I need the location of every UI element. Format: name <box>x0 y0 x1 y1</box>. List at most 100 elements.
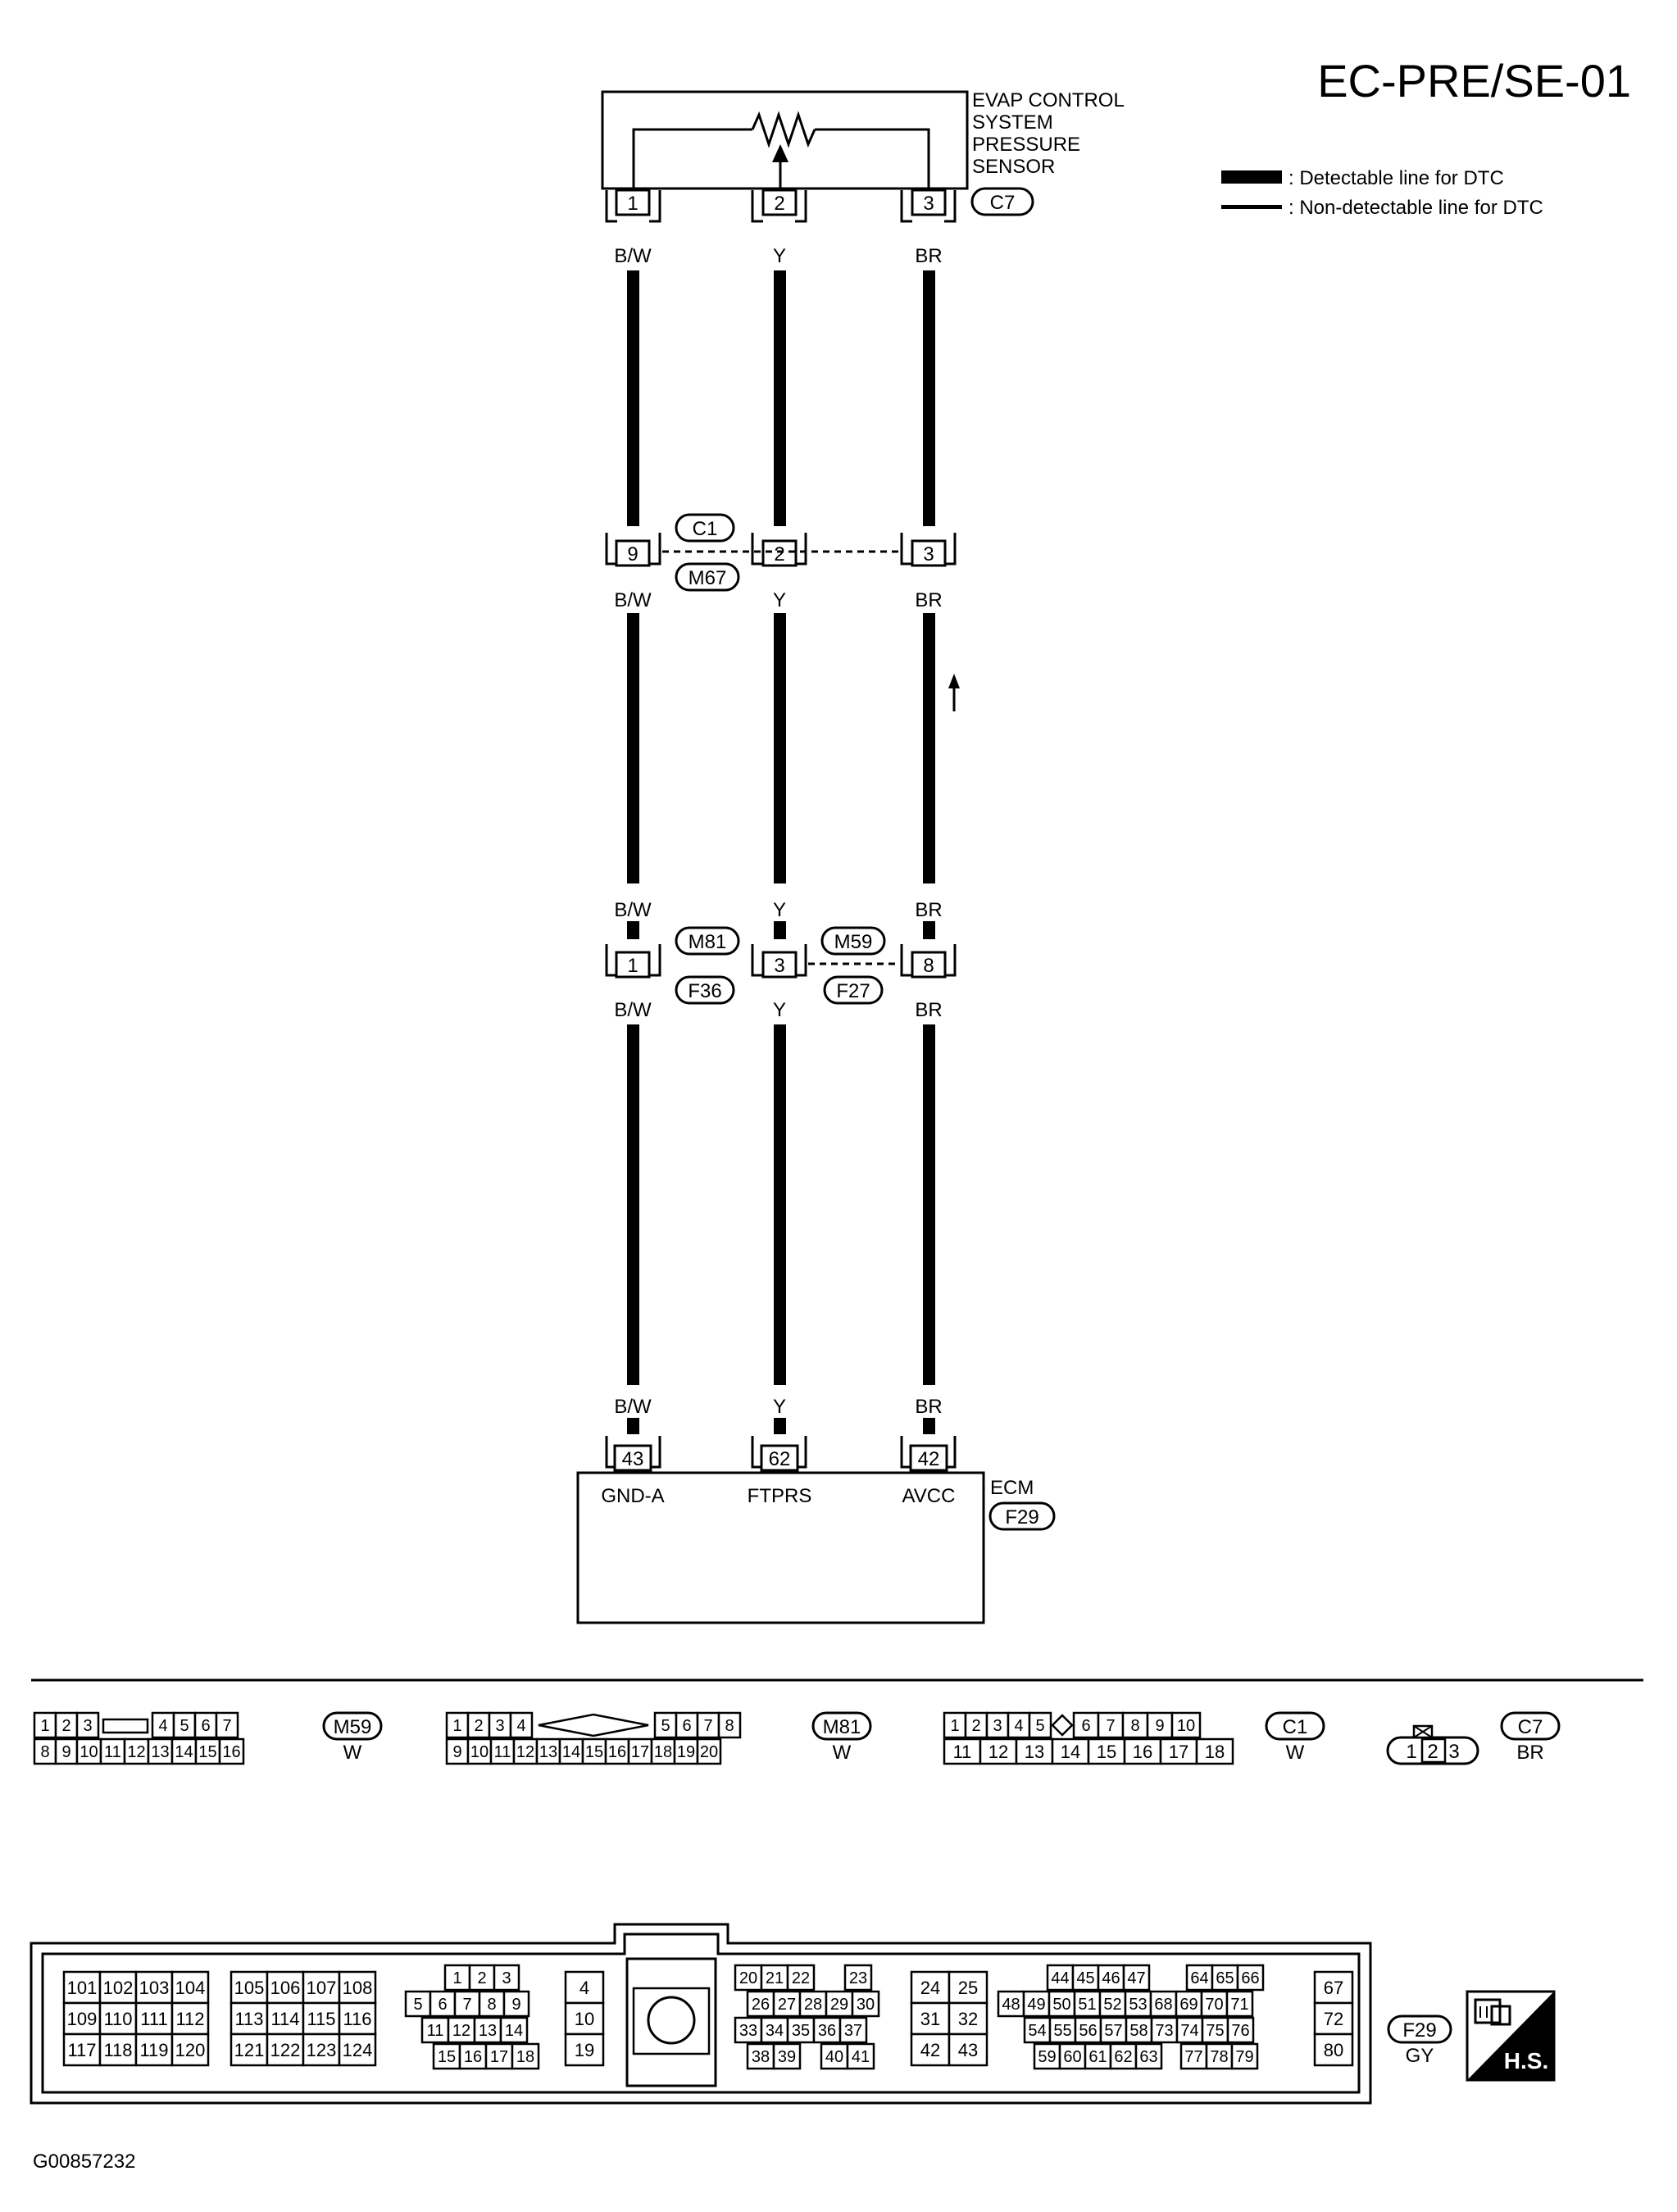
pin-cell: 7 <box>215 1711 239 1739</box>
pin-cell: 7 <box>453 1990 481 2018</box>
ecm-unit: 43 62 42 GND-A FTPRS AVCC ECM F29 <box>576 1436 1056 1624</box>
pin-number: 18 <box>516 2048 534 2066</box>
pin-number: 79 <box>1235 2048 1253 2066</box>
sensor-connector-pins: 1 2 3 C7 <box>605 187 1034 223</box>
pin-number: 77 <box>1184 2048 1202 2066</box>
pin-number: 47 <box>1127 1969 1145 1987</box>
pin-cell: 5 <box>1028 1711 1052 1739</box>
pin-number: 2 <box>477 1969 486 1987</box>
pin-cell: 101 <box>62 1970 102 2005</box>
pin-cell: 124 <box>338 2033 377 2067</box>
pin-cell: 10 <box>75 1737 102 1765</box>
pin-cell: 16 <box>218 1737 245 1765</box>
pin-cell: 9 <box>502 1990 530 2018</box>
svg-text:M67: M67 <box>689 567 727 589</box>
connector-color: W <box>833 1742 852 1764</box>
pin-cell: 9 <box>54 1737 79 1765</box>
pin-number: 14 <box>505 2022 523 2040</box>
connector-id: F29 <box>1402 2019 1436 2042</box>
pin-cell: 14 <box>499 2016 529 2044</box>
pin-number: 27 <box>778 1996 796 2014</box>
svg-text:3: 3 <box>923 543 934 565</box>
wire-label-bw-4: B/W <box>614 999 652 1021</box>
svg-text:3: 3 <box>774 955 784 977</box>
pin-number: 75 <box>1206 2022 1224 2040</box>
pin-cell: 2 <box>466 1711 491 1739</box>
pin-number: 32 <box>958 2009 978 2029</box>
pin-number: 21 <box>766 1969 784 1987</box>
junction1-connector-c1: C1 <box>675 513 735 543</box>
pin-number: 105 <box>234 1978 265 1998</box>
pin-number: 8 <box>40 1743 49 1761</box>
connector-id: M59 <box>334 1716 372 1738</box>
pin-number: 9 <box>452 1743 461 1761</box>
pin-number: 19 <box>677 1743 695 1761</box>
pin-cell: 62 <box>1109 2042 1138 2070</box>
pin-cell: 61 <box>1084 2042 1112 2070</box>
pin-cell: 24 <box>910 1970 951 2005</box>
pin-cell: 10 <box>564 2001 605 2036</box>
pin-number: 11 <box>104 1743 121 1761</box>
ecm-pin-42: 42 <box>900 1436 957 1472</box>
pin-number: 3 <box>993 1717 1002 1735</box>
pin-number: 16 <box>464 2048 482 2066</box>
pin-cell: 12 <box>447 2016 476 2044</box>
svg-text:C7: C7 <box>990 192 1016 214</box>
evap-pressure-sensor: EVAP CONTROL SYSTEM PRESSURE SENSOR <box>601 89 1125 190</box>
keyway-diamond-icon <box>1051 1714 1074 1737</box>
pin-number: 16 <box>608 1743 626 1761</box>
pin-cell: 4 <box>509 1711 534 1739</box>
wire-bw-seg3 <box>627 1024 639 1385</box>
pin-number: 43 <box>958 2040 978 2060</box>
pin-number: 10 <box>80 1743 98 1761</box>
pin-cell: 12 <box>123 1737 150 1765</box>
pin-number: 114 <box>270 2009 299 2029</box>
wire-label-y-5: Y <box>773 1396 786 1418</box>
sensor-connector-id: C7 <box>970 187 1034 216</box>
pin-number: 17 <box>490 2048 508 2066</box>
pin-cell: 54 <box>1023 2016 1052 2044</box>
pin-number: 28 <box>804 1996 822 2014</box>
pin-number: 2 <box>971 1717 980 1735</box>
pin-number: 65 <box>1216 1969 1234 1987</box>
svg-text:2: 2 <box>774 543 784 565</box>
pin-number: 4 <box>516 1717 525 1735</box>
pin-cell: 3 <box>488 1711 512 1739</box>
pin-number: 24 <box>920 1978 940 1998</box>
pin-cell: 112 <box>170 2001 210 2036</box>
pin-cell: 15 <box>432 2042 461 2070</box>
pin-number: 1 <box>1406 1741 1416 1763</box>
pin-cell: 115 <box>302 2001 341 2036</box>
pin-cell: 16 <box>1123 1737 1162 1765</box>
pin-cell: 114 <box>266 2001 305 2036</box>
pin-number: 1 <box>452 1969 461 1987</box>
sensor-label-4: SENSOR <box>972 156 1055 178</box>
pin-number: 36 <box>818 2022 836 2040</box>
pin-cell: 23 <box>843 1964 873 1992</box>
connector-id: M81 <box>823 1716 861 1738</box>
pin-cell: 17 <box>627 1737 653 1765</box>
pin-cell: 120 <box>170 2033 210 2067</box>
pin-cell: 11 <box>420 2016 450 2044</box>
pin-cell: 58 <box>1125 2016 1153 2044</box>
wire-label-br-1: BR <box>915 245 942 267</box>
pin-cell: 47 <box>1122 1964 1151 1992</box>
wire-label-br-3: BR <box>915 899 942 921</box>
pin-cell: 13 <box>473 2016 502 2044</box>
pin-cell: 116 <box>338 2001 377 2036</box>
hs-badge-fill <box>1467 1992 1554 2080</box>
pin-number: 11 <box>494 1743 511 1761</box>
svg-text:62: 62 <box>769 1448 791 1470</box>
pin-cell: 11 <box>943 1737 982 1765</box>
sensor-inner-loop <box>632 128 752 188</box>
connector-color: GY <box>1406 2045 1434 2067</box>
pin-number: 9 <box>511 1996 520 2014</box>
pin-number: 20 <box>700 1743 718 1761</box>
pin-number: 38 <box>752 2048 770 2066</box>
pin-number: 124 <box>343 2040 373 2060</box>
pin-number: 13 <box>479 2022 497 2040</box>
pin-number: 2 <box>61 1717 70 1735</box>
pin-cell: 1 <box>943 1711 967 1739</box>
pin-cell: 19 <box>673 1737 699 1765</box>
